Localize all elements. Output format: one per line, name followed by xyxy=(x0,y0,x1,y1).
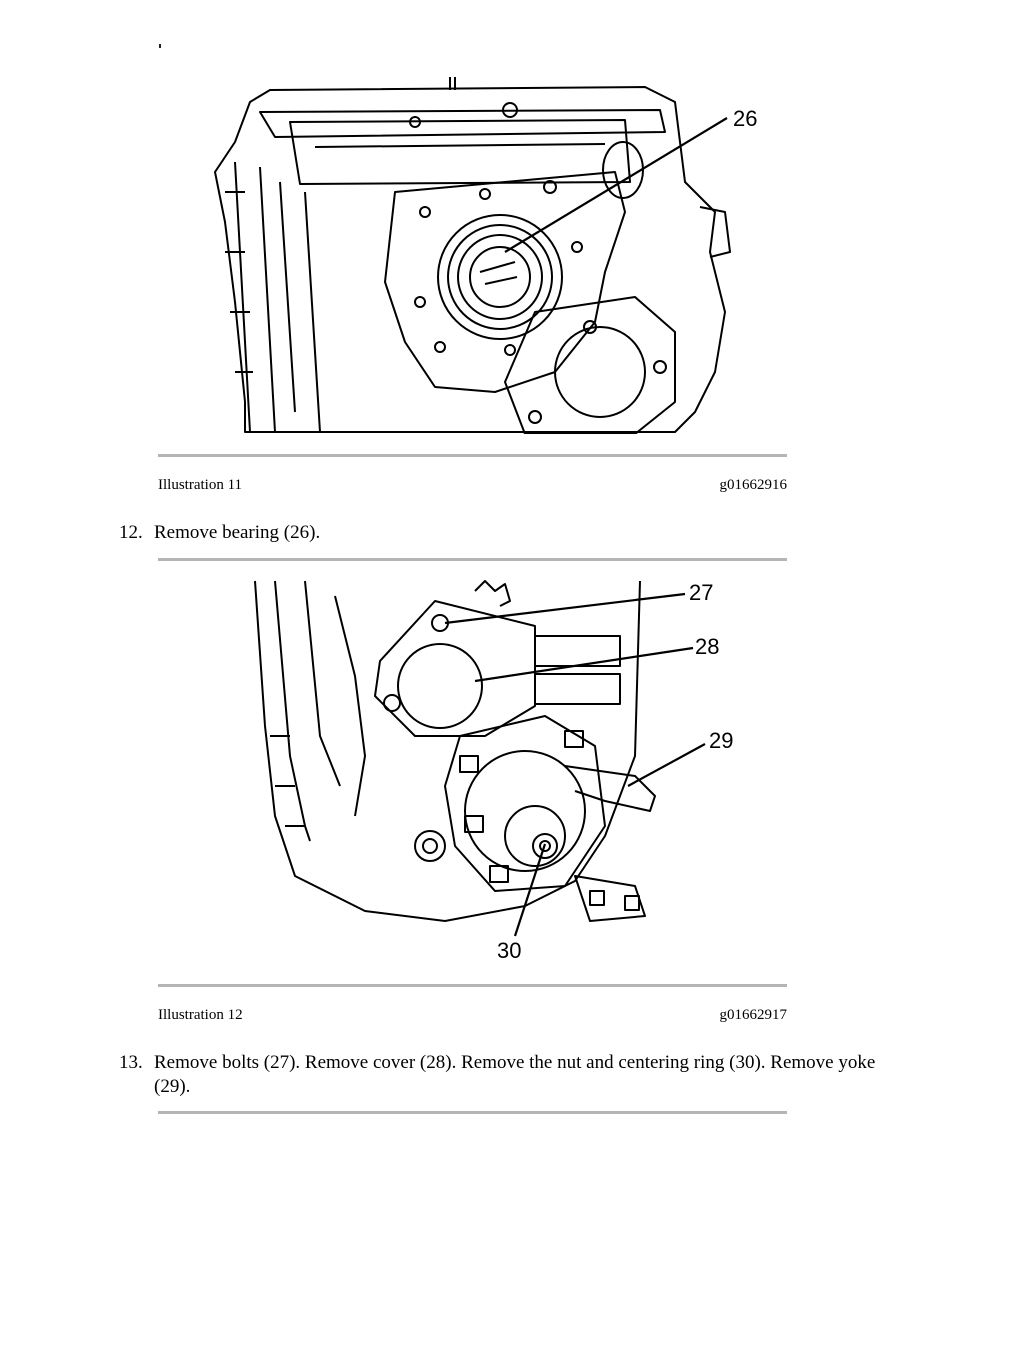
illustration-12-drawing: 27 28 29 30 xyxy=(245,576,765,966)
illustration-11-drawing: 26 xyxy=(205,72,775,434)
stray-mark xyxy=(159,44,161,48)
caption-id: g01662917 xyxy=(719,1007,788,1023)
caption-label: Illustration 11 xyxy=(158,477,243,493)
divider xyxy=(158,1111,787,1114)
callout-29: 29 xyxy=(709,728,733,753)
illustration-caption: Illustration 11 g01662916 xyxy=(158,477,787,494)
divider xyxy=(158,454,787,457)
step-text: Remove bolts (27). Remove cover (28). Re… xyxy=(154,1052,876,1097)
caption-label: Illustration 12 xyxy=(158,1007,243,1023)
divider xyxy=(158,984,787,987)
callout-30: 30 xyxy=(497,938,521,963)
callout-28: 28 xyxy=(695,634,719,659)
illustration-caption: Illustration 12 g01662917 xyxy=(158,1007,787,1024)
step-number: 12. xyxy=(119,522,143,543)
callout-26: 26 xyxy=(733,106,757,131)
caption-id: g01662916 xyxy=(719,477,788,493)
step-number: 13. xyxy=(119,1052,143,1073)
step-text: Remove bearing (26). xyxy=(154,522,321,543)
callout-27: 27 xyxy=(689,580,713,605)
divider xyxy=(158,558,787,561)
